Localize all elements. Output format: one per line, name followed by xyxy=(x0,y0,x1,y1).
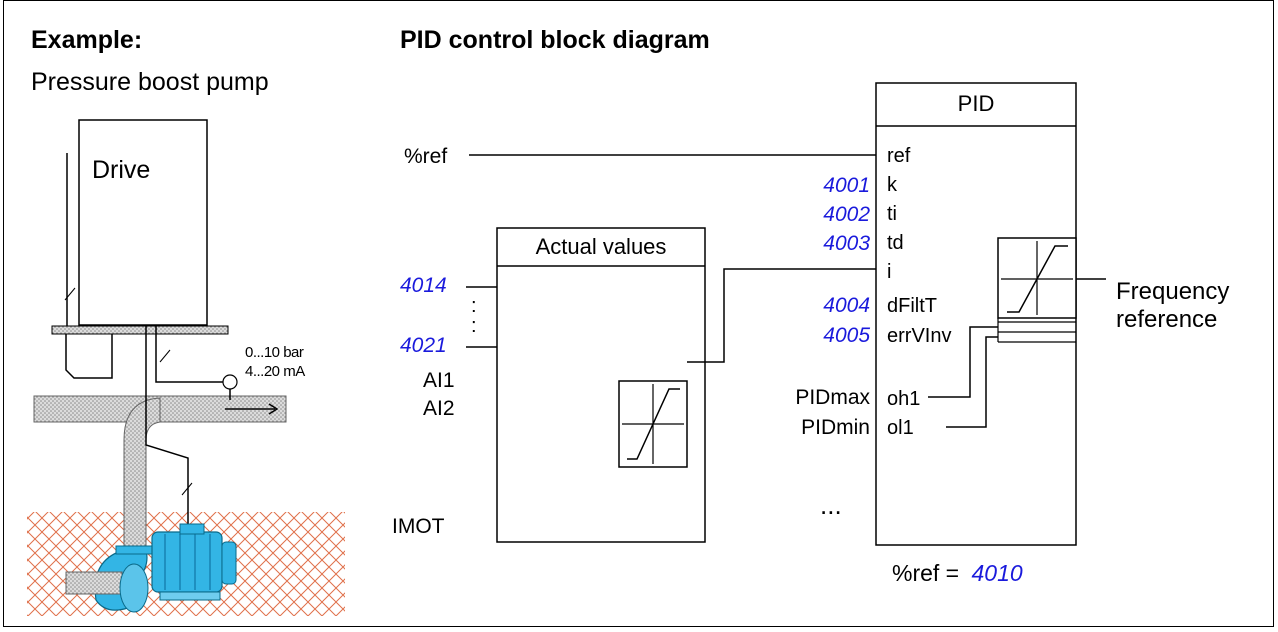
example-subtitle: Pressure boost pump xyxy=(31,68,269,96)
param-4003: 4003 xyxy=(823,232,870,255)
pid-input-errvinv: errVInv xyxy=(887,325,952,347)
output-label-line1: Frequency xyxy=(1116,278,1230,305)
pid-input-oh1: oh1 xyxy=(887,388,921,410)
diagram-title: PID control block diagram xyxy=(400,26,710,54)
pid-input-td: td xyxy=(887,232,904,254)
pidmin-label: PIDmin xyxy=(801,416,870,439)
pidmax-label: PIDmax xyxy=(795,386,870,409)
more-ellipsis: ... xyxy=(820,490,842,520)
output-label-line2: reference xyxy=(1116,306,1218,333)
drive-box xyxy=(78,119,208,326)
param-4002: 4002 xyxy=(823,203,870,226)
pid-input-ol1: ol1 xyxy=(887,417,914,439)
ellipsis-vertical-2: : xyxy=(471,315,477,337)
input-ai1: AI1 xyxy=(423,369,455,392)
input-imot: IMOT xyxy=(392,515,445,538)
input-ai2: AI2 xyxy=(423,397,455,420)
gauge-range: 0...10 bar xyxy=(245,344,304,361)
gauge-signal: 4...20 mA xyxy=(245,363,305,380)
param-4021: 4021 xyxy=(400,334,447,357)
ref-label: %ref xyxy=(404,145,448,168)
pid-input-ref: ref xyxy=(887,145,911,167)
param-4010: 4010 xyxy=(971,560,1023,586)
param-4014: 4014 xyxy=(400,274,447,297)
param-4001: 4001 xyxy=(823,174,870,197)
pid-input-k: k xyxy=(887,174,897,196)
ellipsis-vertical-1: : xyxy=(471,295,477,317)
example-heading: Example: xyxy=(31,26,143,54)
pid-input-ti: ti xyxy=(887,203,897,225)
footer-formula: %ref = 4010 xyxy=(892,562,1023,585)
pid-input-dfiltt: dFiltT xyxy=(887,295,937,317)
figure-frame xyxy=(3,0,1274,627)
param-4004: 4004 xyxy=(823,294,870,317)
drive-label: Drive xyxy=(92,156,151,184)
pid-input-i: i xyxy=(887,261,892,283)
actual-values-title: Actual values xyxy=(535,234,667,259)
param-4005: 4005 xyxy=(823,324,870,347)
footer-prefix: %ref = xyxy=(892,560,966,586)
pid-title: PID xyxy=(957,91,995,116)
